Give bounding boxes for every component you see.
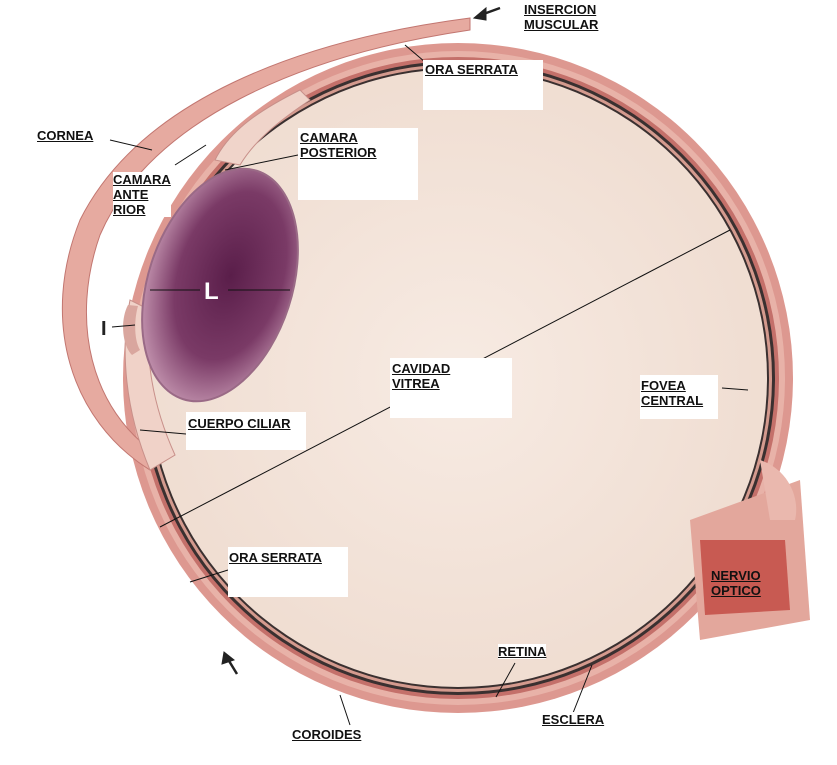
label-retina: RETINA [498,644,547,659]
iris [123,305,140,355]
label-camara-posterior: CAMARA POSTERIOR [300,130,377,160]
leader-lines [109,44,749,726]
label-coroides: COROIDES [292,727,362,742]
label-ora-serrata-bottom: ORA SERRATA [229,550,322,565]
label-cornea: CORNEA [37,128,94,143]
label-ora-serrata-top: ORA SERRATA [425,62,518,77]
lens [141,167,299,403]
label-camara-anterior: CAMARA ANTE RIOR [113,172,171,217]
label-cavidad-vitrea: CAVIDAD VITREA [392,361,451,391]
arrow-icon [221,651,239,675]
label-iris: I [101,318,107,340]
label-esclera: ESCLERA [542,712,605,727]
label-lens: L [204,278,219,305]
ciliary-body [124,89,311,471]
label-fovea-central: FOVEA CENTRAL [641,378,704,408]
arrow-icon [472,6,501,21]
label-insercion-muscular: INSERCION MUSCULAR [524,2,599,32]
label-nervio-optico: NERVIO OPTICO [711,568,761,598]
optic-nerve [690,460,810,640]
label-cuerpo-ciliar: CUERPO CILIAR [188,416,291,431]
